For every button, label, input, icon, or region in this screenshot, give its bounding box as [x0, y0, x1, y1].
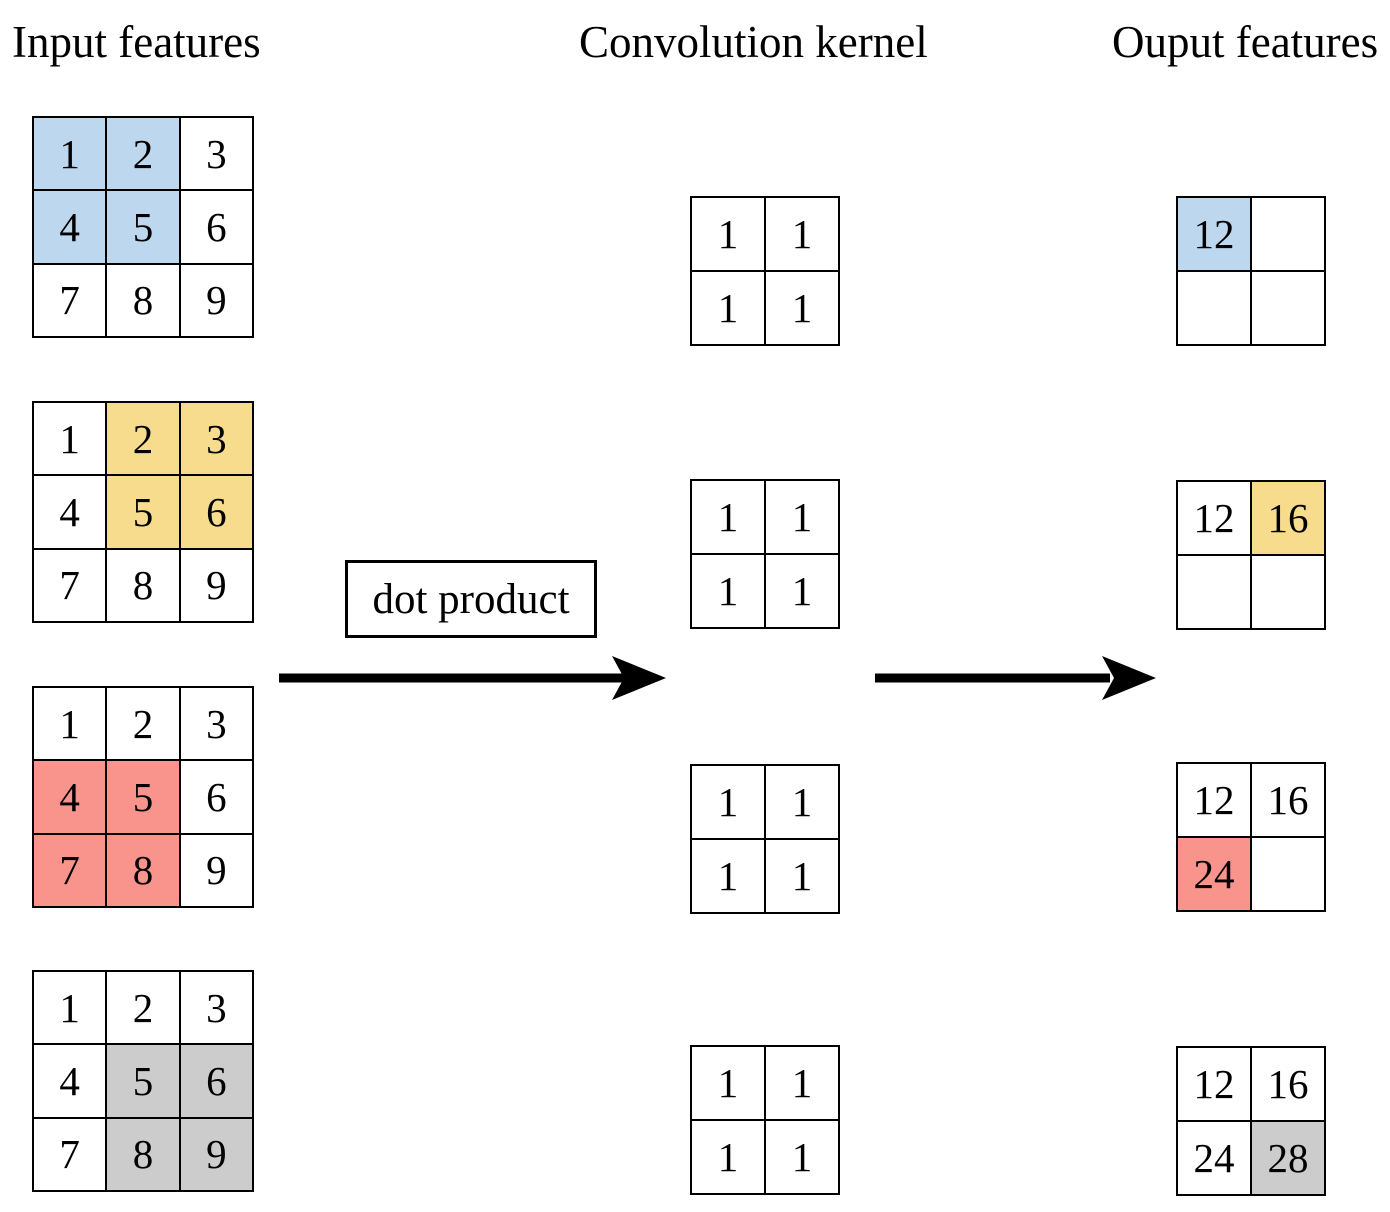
convolution-kernel-title: Convolution kernel [579, 17, 928, 67]
grid-cell: 1 [33, 687, 107, 761]
grid-cell: 8 [106, 833, 180, 907]
grid-cell: 1 [765, 554, 839, 628]
grid-cell: 6 [179, 475, 253, 549]
grid-cell: 1 [691, 1046, 765, 1120]
grid-cell: 9 [179, 1117, 253, 1191]
grid-cell: 9 [179, 833, 253, 907]
grid-cell: 3 [179, 402, 253, 476]
grid-cell: 8 [106, 1117, 180, 1191]
grid-cell: 1 [765, 839, 839, 913]
grid-cell: 24 [1177, 837, 1251, 911]
grid-cell: 1 [765, 1120, 839, 1194]
grid-cell: 6 [179, 1044, 253, 1118]
grid-cell: 1 [33, 402, 107, 476]
grid-cell: 2 [106, 402, 180, 476]
output-features-title: Ouput features [1112, 17, 1379, 67]
grid-cell: 1 [33, 117, 107, 191]
grid-cell: 3 [179, 971, 253, 1045]
grid-cell: 16 [1251, 1047, 1325, 1121]
grid-cell: 1 [765, 480, 839, 554]
grid-cell: 4 [33, 760, 107, 834]
grid-cell: 7 [33, 833, 107, 907]
grid-cell: 1 [691, 839, 765, 913]
grid-cell: 3 [179, 117, 253, 191]
grid-cell: 1 [691, 554, 765, 628]
grid-cell [1251, 197, 1325, 271]
grid-cell [1177, 555, 1251, 629]
grid-cell: 1 [691, 765, 765, 839]
grid-cell: 4 [33, 1044, 107, 1118]
grid-cell: 1 [691, 271, 765, 345]
grid-cell: 12 [1177, 1047, 1251, 1121]
grid-cell: 3 [179, 687, 253, 761]
grid-cell: 5 [106, 475, 180, 549]
grid-cell: 5 [106, 1044, 180, 1118]
grid-cell: 1 [691, 197, 765, 271]
grid-cell: 4 [33, 190, 107, 264]
grid-cell: 8 [106, 263, 180, 337]
grid-cell: 5 [106, 760, 180, 834]
input-features-title: Input features [12, 17, 261, 67]
grid-cell [1177, 271, 1251, 345]
grid-cell: 9 [179, 263, 253, 337]
grid-cell: 6 [179, 760, 253, 834]
grid-cell: 1 [691, 480, 765, 554]
grid-cell: 1 [765, 197, 839, 271]
grid-cell: 7 [33, 548, 107, 622]
grid-cell: 1 [765, 765, 839, 839]
grid-cell [1251, 271, 1325, 345]
grid-cell: 1 [33, 971, 107, 1045]
grid-cell: 16 [1251, 481, 1325, 555]
grid-cell: 12 [1177, 197, 1251, 271]
grid-cell: 7 [33, 263, 107, 337]
grid-cell: 1 [691, 1120, 765, 1194]
grid-cell: 16 [1251, 763, 1325, 837]
grid-cell: 8 [106, 548, 180, 622]
output-grid-1: 12 [1176, 196, 1326, 346]
grid-cell: 2 [106, 687, 180, 761]
grid-cell: 24 [1177, 1121, 1251, 1195]
grid-cell: 5 [106, 190, 180, 264]
grid-cell [1251, 837, 1325, 911]
dot-product-label: dot product [345, 560, 597, 638]
arrow-right-icon [279, 656, 666, 700]
grid-cell: 2 [106, 117, 180, 191]
grid-cell: 2 [106, 971, 180, 1045]
grid-cell: 1 [765, 271, 839, 345]
grid-cell: 1 [765, 1046, 839, 1120]
grid-cell: 9 [179, 548, 253, 622]
grid-cell: 6 [179, 190, 253, 264]
grid-cell: 28 [1251, 1121, 1325, 1195]
grid-cell: 7 [33, 1117, 107, 1191]
grid-cell [1251, 555, 1325, 629]
arrow-right-icon [875, 656, 1156, 700]
grid-cell: 4 [33, 475, 107, 549]
grid-cell: 12 [1177, 481, 1251, 555]
grid-cell: 12 [1177, 763, 1251, 837]
